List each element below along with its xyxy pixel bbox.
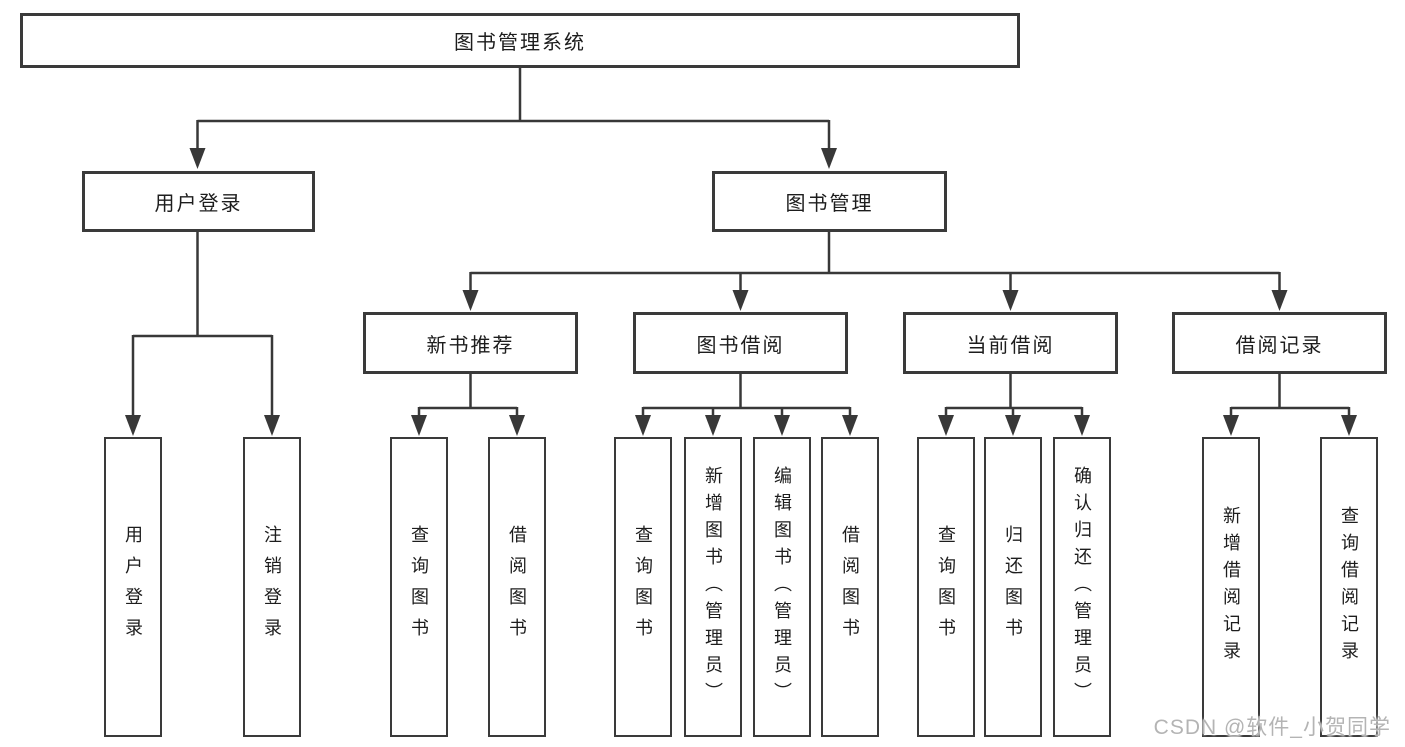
arrowhead-icon <box>189 148 206 169</box>
leaf-add-book-admin: 新增图书（管理员） <box>684 437 742 737</box>
leaf-recommend-query-books-label: 查询图书 <box>409 525 429 649</box>
node-new-book-recommend-label: 新书推荐 <box>426 334 515 357</box>
leaf-borrow-book: 借阅图书 <box>821 437 879 737</box>
arrowhead-icon <box>821 148 837 169</box>
leaf-add-borrow-record-label: 新增借阅记录 <box>1221 506 1241 668</box>
leaf-user-login: 用户登录 <box>104 437 162 737</box>
arrowhead-icon <box>774 415 790 436</box>
leaf-return-book-label: 归还图书 <box>1003 525 1023 649</box>
leaf-borrow-query-books: 查询图书 <box>614 437 672 737</box>
arrowhead-icon <box>1271 290 1288 311</box>
leaf-recommend-borrow-books: 借阅图书 <box>488 437 546 737</box>
node-root-label: 图书管理系统 <box>454 32 586 54</box>
node-book-borrow-label: 图书借阅 <box>696 334 785 357</box>
connector-borrow-to-leaves <box>635 374 858 436</box>
arrowhead-icon <box>732 290 749 311</box>
node-user-login-label: 用户登录 <box>154 193 243 215</box>
connector-recommend-to-leaves <box>411 374 525 436</box>
leaf-add-borrow-record: 新增借阅记录 <box>1202 437 1260 737</box>
leaf-recommend-borrow-books-label: 借阅图书 <box>507 525 527 649</box>
arrowhead-icon <box>125 415 141 436</box>
leaf-confirm-return-admin-label: 确认归还（管理员） <box>1072 465 1092 709</box>
connector-current-to-leaves <box>938 374 1090 436</box>
node-book-mgmt: 图书管理 <box>712 171 947 232</box>
leaf-edit-book-admin: 编辑图书（管理员） <box>753 437 811 737</box>
arrowhead-icon <box>1005 415 1021 436</box>
arrowhead-icon <box>1223 415 1239 436</box>
node-new-book-recommend: 新书推荐 <box>363 312 578 374</box>
arrowhead-icon <box>1002 290 1019 311</box>
node-borrow-records-label: 借阅记录 <box>1235 334 1324 357</box>
arrowhead-icon <box>635 415 651 436</box>
node-root: 图书管理系统 <box>20 13 1020 68</box>
connector-root-to-level2 <box>189 68 837 169</box>
node-book-mgmt-label: 图书管理 <box>785 193 874 215</box>
leaf-confirm-return-admin: 确认归还（管理员） <box>1053 437 1111 737</box>
arrowhead-icon <box>938 415 954 436</box>
leaf-edit-book-admin-label: 编辑图书（管理员） <box>772 465 792 709</box>
leaf-add-book-admin-label: 新增图书（管理员） <box>703 465 723 709</box>
leaf-query-borrow-record: 查询借阅记录 <box>1320 437 1378 737</box>
arrowhead-icon <box>411 415 427 436</box>
arrowhead-icon <box>509 415 525 436</box>
leaf-return-book: 归还图书 <box>984 437 1042 737</box>
arrowhead-icon <box>264 415 280 436</box>
connector-login-to-leaves <box>125 232 280 436</box>
leaf-logout: 注销登录 <box>243 437 301 737</box>
leaf-borrow-book-label: 借阅图书 <box>840 525 860 649</box>
connector-mgmt-to-level3 <box>462 232 1288 311</box>
leaf-recommend-query-books: 查询图书 <box>390 437 448 737</box>
leaf-borrow-query-books-label: 查询图书 <box>633 525 653 649</box>
leaf-query-borrow-record-label: 查询借阅记录 <box>1339 506 1359 668</box>
leaf-current-query-books-label: 查询图书 <box>936 525 956 649</box>
arrowhead-icon <box>1341 415 1357 436</box>
arrowhead-icon <box>462 290 479 311</box>
watermark-text: CSDN @软件_小贺同学 <box>1153 716 1391 739</box>
leaf-current-query-books: 查询图书 <box>917 437 975 737</box>
node-borrow-records: 借阅记录 <box>1172 312 1387 374</box>
leaf-user-login-label: 用户登录 <box>123 525 143 649</box>
arrowhead-icon <box>705 415 721 436</box>
node-user-login: 用户登录 <box>82 171 315 232</box>
arrowhead-icon <box>1074 415 1090 436</box>
connector-records-to-leaves <box>1223 374 1357 436</box>
leaf-logout-label: 注销登录 <box>262 525 282 649</box>
node-current-borrow: 当前借阅 <box>903 312 1118 374</box>
arrowhead-icon <box>842 415 858 436</box>
node-book-borrow: 图书借阅 <box>633 312 848 374</box>
node-current-borrow-label: 当前借阅 <box>966 334 1055 357</box>
